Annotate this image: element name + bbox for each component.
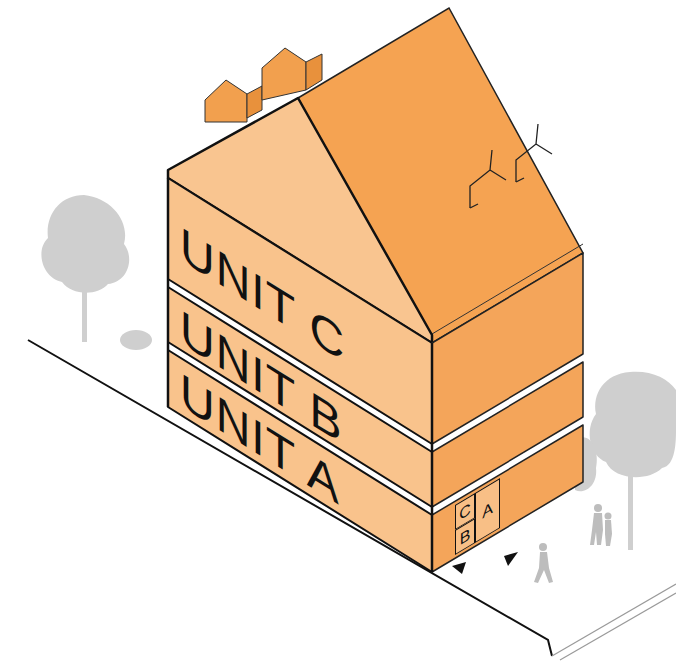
pedestrian [534,504,612,583]
door-letter: C [459,500,471,523]
sidewalk-edge [552,584,676,660]
door-label-box: A [475,478,500,543]
unit-volume [168,178,583,572]
door-letter: B [460,525,471,547]
door-letter: A [482,499,493,521]
tree [575,372,676,550]
tree [41,195,152,350]
entry-arrow [452,552,518,574]
roof-dormer-outline [470,124,552,208]
